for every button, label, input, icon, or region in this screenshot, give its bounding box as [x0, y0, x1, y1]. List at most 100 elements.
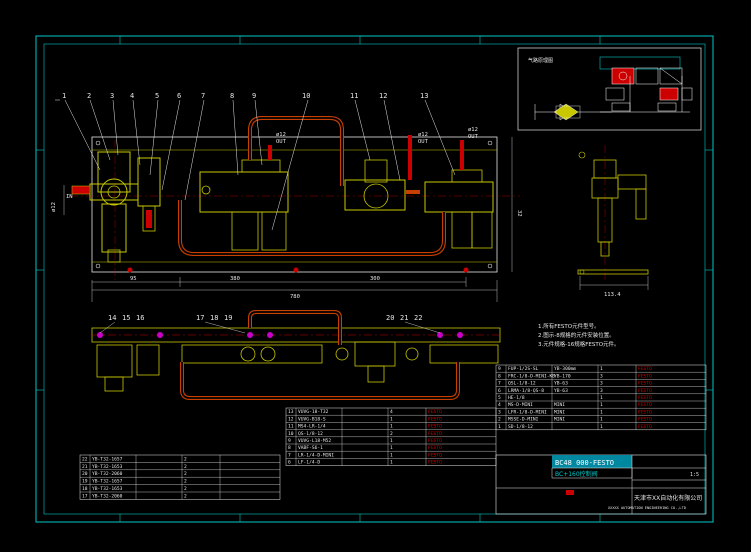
bom-mid-cell: 1 — [390, 452, 393, 458]
bom-left-cell: YB-T32-2060 — [92, 471, 123, 477]
balloon-21: 21 — [400, 314, 408, 322]
balloon-19: 19 — [224, 314, 232, 322]
bom-left-cell: YB-T32-1653 — [92, 486, 123, 492]
balloon-6: 6 — [177, 92, 181, 100]
balloon-9: 9 — [252, 92, 256, 100]
bom-left-cell: YB-T32-2060 — [92, 493, 123, 499]
port-out-a-size: ø12 — [276, 132, 286, 138]
bom-right-cell: FESTO — [638, 395, 652, 401]
bom-left-cell: 18 — [82, 486, 88, 492]
balloon-labels: 1 2 3 4 5 6 7 8 9 10 11 12 13 14 15 16 1… — [62, 92, 428, 322]
balloon-12: 12 — [379, 92, 387, 100]
balloon-20: 20 — [386, 314, 394, 322]
balloon-18: 18 — [210, 314, 218, 322]
balloon-16: 16 — [136, 314, 144, 322]
bom-right-cell: SD-1/8-12 — [508, 424, 533, 430]
bom-right-cell: HE-1/8 — [508, 395, 525, 401]
bom-right-cell: 1 — [600, 395, 603, 401]
bom-right-cell: MINI — [554, 402, 565, 408]
bom-right-cell: 3 — [498, 409, 501, 415]
bom-right-cell: LRMA-1/8-QS-8 — [508, 388, 544, 394]
balloon-1: 1 — [62, 92, 66, 100]
bom-right-cell: MINI — [554, 409, 565, 415]
bom-mid-cell: LR-1/4-D-MINI — [298, 452, 334, 458]
bom-mid-cell: 4 — [390, 409, 393, 415]
bom-mid-cell: 7 — [288, 452, 291, 458]
balloon-2: 2 — [87, 92, 91, 100]
outer-frame — [35, 35, 714, 523]
dim-mid: 380 — [230, 276, 240, 282]
bom-mid-cell: 8 — [288, 445, 291, 451]
bom-right-cell: 4 — [498, 402, 501, 408]
bom-right-cell: FESTO — [638, 424, 652, 430]
bom-mid-cell: 1 — [390, 460, 393, 466]
note-3: 3.元件规格-16规格FESTO元件。 — [538, 340, 620, 348]
bom-right-cell: FESTO — [638, 388, 652, 394]
svg-text:气路原理图: 气路原理图 — [528, 57, 553, 64]
bom-right-cell: YB-63 — [554, 388, 568, 394]
top-view — [91, 310, 501, 400]
bom-left-cell: 19 — [82, 479, 88, 485]
notes: 1.所有FESTO元件型号。 2.图示-8规格的元件安装位置。 3.元件规格-1… — [538, 322, 620, 348]
dim-height-right: 32 — [516, 210, 522, 217]
bom-right-cell: FUP-1/2S-SL — [508, 366, 539, 372]
bom-right-cell: FESTO — [638, 381, 652, 387]
bom-left-cell: YB-T32-1657 — [92, 479, 123, 485]
port-out-b-label: OUT — [418, 139, 429, 145]
bom-right-cell: FESTO — [638, 417, 652, 423]
balloon-10: 10 — [302, 92, 310, 100]
bom-left-cell: 2 — [184, 471, 187, 477]
bom-mid-cell: FESTO — [428, 416, 442, 422]
port-out-a-label: OUT — [276, 139, 287, 145]
bom-left-cell: 21 — [82, 464, 88, 470]
bom-mid-cell: 2 — [390, 431, 393, 437]
bom-left-cell: YB-T32-1657 — [92, 456, 123, 462]
balloon-11: 11 — [350, 92, 358, 100]
leader-lines — [55, 99, 456, 231]
bom-left-cell: 2 — [184, 493, 187, 499]
port-in-label: IN — [66, 194, 73, 200]
pneumatic-schematic: 气路原理图 — [517, 47, 702, 131]
bom-right-cell: FESTO — [638, 373, 652, 379]
bom-mid-cell: 1 — [390, 445, 393, 451]
bom-mid-cell: 1 — [390, 424, 393, 430]
bom-right-cell: 5 — [498, 395, 501, 401]
bom-right-cell: FESTO — [638, 409, 652, 415]
bom-left-cell: 2 — [184, 456, 187, 462]
bom-right-cell: YB-300mm — [554, 366, 576, 372]
balloon-4: 4 — [130, 92, 134, 100]
dim-left: 95 — [130, 276, 137, 282]
bom-mid-cell: 10 — [288, 431, 294, 437]
bom-mid-cell: 9 — [288, 438, 291, 444]
note-1: 1.所有FESTO元件型号。 — [538, 322, 600, 330]
balloon-22: 22 — [414, 314, 422, 322]
title-company: 天津市XX自动化有限公司 — [634, 494, 702, 502]
port-out-c-size: ø12 — [468, 127, 478, 133]
bom-right-cell: MS-D-MINI — [508, 402, 533, 408]
side-view — [577, 145, 649, 290]
bom-mid-cell: FESTO — [428, 424, 442, 430]
port-in-size: ø12 — [51, 202, 57, 212]
bom-right-cell: FESTO — [638, 366, 652, 372]
bom-mid-cell: VUVG-B18-S — [298, 416, 326, 422]
inner-frame — [43, 43, 706, 515]
title-block: BC48 000-FESTO BC+160控制阀 1:5 天津市XX自动化有限公… — [495, 454, 707, 515]
bom-right-cell: 7 — [498, 381, 501, 387]
bom-right-cell: 3 — [600, 373, 603, 379]
bom-mid-cell: FESTO — [428, 438, 442, 444]
zone-ticks — [36, 36, 713, 522]
bom-mid-cell: FESTO — [428, 445, 442, 451]
bom-mid-cell: 11 — [288, 424, 294, 430]
bom-mid-cell: FESTO — [428, 460, 442, 466]
bom-right-cell: 1 — [600, 424, 603, 430]
bom-mid-cell: 12 — [288, 416, 294, 422]
bom-right-cell: FESTO — [638, 402, 652, 408]
balloon-13: 13 — [420, 92, 428, 100]
bom-right-cell: 1 — [600, 366, 603, 372]
annotation-text: IN ø12 ø12 OUT ø12 OUT ø12 OUT 95 380 30… — [51, 127, 621, 300]
bom-mid-cell: LF-1/4-D — [298, 460, 320, 466]
title-company-en: XXXXX AUTOMATION ENGINEERING CO.,LTD — [608, 506, 686, 510]
bom-mid-cell: 1 — [390, 438, 393, 444]
